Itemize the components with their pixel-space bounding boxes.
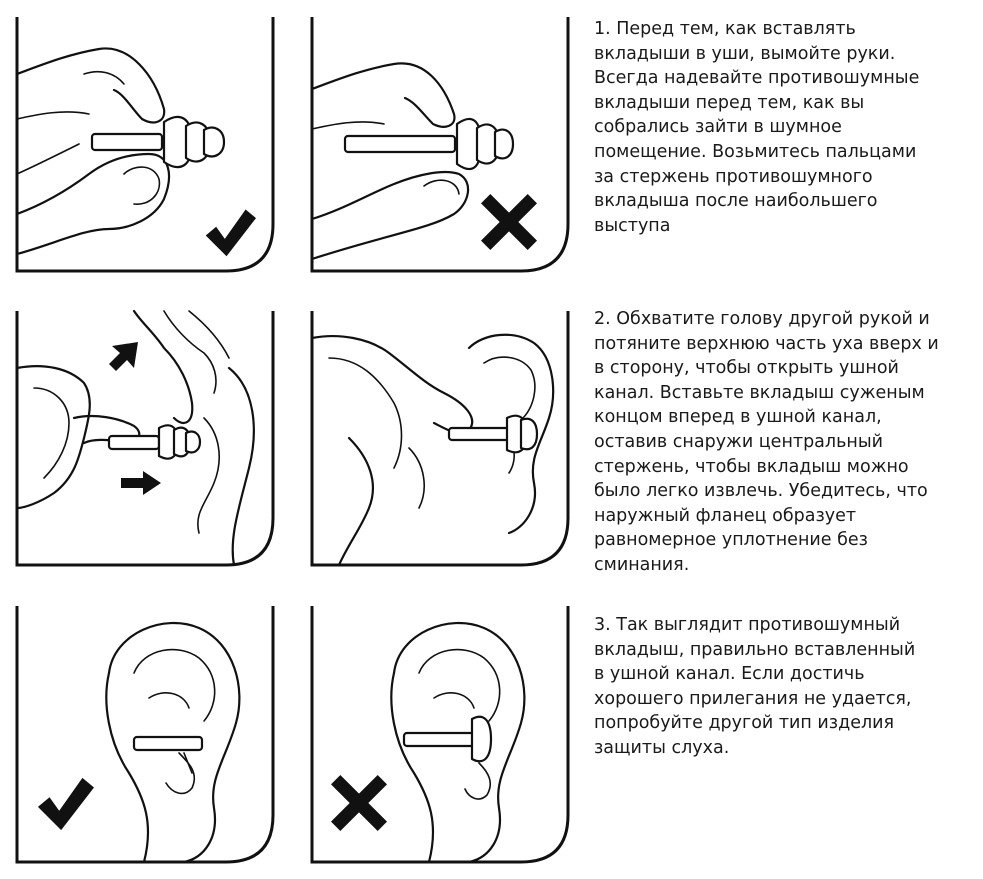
step3-correct-fit-illustration (14, 603, 276, 865)
arrow-right-icon (121, 471, 161, 495)
step-1-instructions: 1. Перед тем, как вставлять вкладыши в у… (594, 19, 920, 236)
step-3-instructions: 3. Так выглядит противошумный вкладыш, п… (594, 615, 916, 758)
cross-icon (481, 194, 537, 250)
step1-incorrect-grip-illustration (309, 14, 571, 274)
step2-insert-plug-illustration (309, 308, 571, 568)
step-2-instructions: 2. Обхватите голову другой рукой и потян… (594, 309, 939, 575)
step3-incorrect-fit-illustration (309, 603, 571, 865)
arrow-up-icon (109, 342, 138, 371)
check-icon (37, 777, 94, 831)
step1-correct-grip-illustration (14, 14, 276, 274)
step2-pull-ear-illustration (14, 308, 276, 568)
cross-icon (331, 775, 387, 831)
check-icon (205, 209, 256, 257)
